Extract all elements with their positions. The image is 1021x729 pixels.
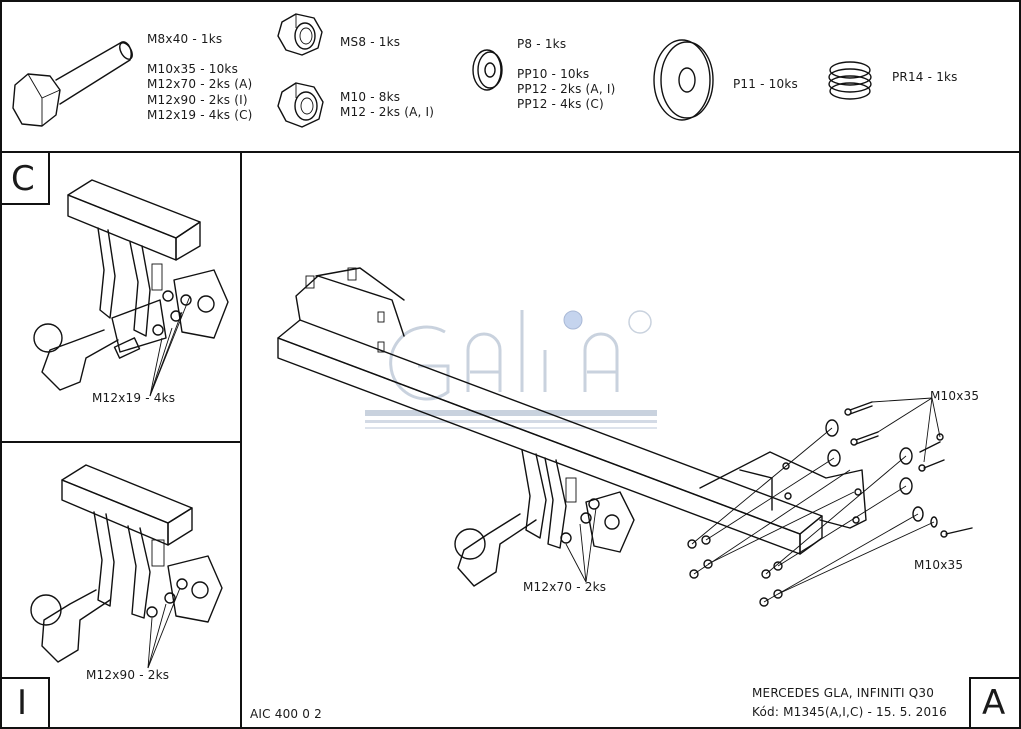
galia-watermark-logo <box>365 310 657 429</box>
hex-nut-ms8-icon <box>277 13 323 56</box>
panel-c-towbar <box>33 179 229 397</box>
washer-p11-label: P11 - 10ks <box>733 77 798 91</box>
hex-nut-m10-icon <box>277 82 324 128</box>
panel-a-letter-box <box>969 677 1021 729</box>
nut-m12-label: M12 - 2ks (A, I) <box>340 105 435 119</box>
panel-c-bolt-label: M12x19 - 4ks <box>92 391 176 405</box>
panel-i-letter-box <box>0 677 50 729</box>
washer-p8-icon <box>472 49 503 91</box>
washer-pp12-c-label: PP12 - 4ks (C) <box>517 97 604 111</box>
vehicle-name: MERCEDES GLA, INFINITI Q30 <box>752 686 935 700</box>
washer-pp12-ai-label: PP12 - 2ks (A, I) <box>517 82 616 96</box>
nut-m10-label: M10 - 8ks <box>340 90 401 104</box>
panel-i-towbar <box>30 464 223 669</box>
panel-c-letter-box <box>0 151 50 205</box>
kod-date: Kód: M1345(A,I,C) - 15. 5. 2016 <box>752 705 947 719</box>
panel-c-letter: C <box>11 159 35 199</box>
panel-a-bolt-label-bottom: M10x35 <box>914 558 964 572</box>
panel-a-ball-bolt-label: M12x70 - 2ks <box>523 580 607 594</box>
bolt-m12x19-label: M12x19 - 4ks (C) <box>147 108 253 122</box>
panel-a-letter: A <box>982 683 1006 723</box>
washer-p8-label: P8 - 1ks <box>517 37 567 51</box>
panel-a-fasteners <box>687 397 973 607</box>
hex-bolt-icon <box>12 41 133 127</box>
panel-i-letter: I <box>17 683 28 723</box>
bolt-m8x40-label: M8x40 - 1ks <box>147 32 223 46</box>
panel-i-bolt-label: M12x90 - 2ks <box>86 668 170 682</box>
spring-washer-icon <box>828 61 872 100</box>
spring-pr14-label: PR14 - 1ks <box>892 70 958 84</box>
nut-ms8-label: MS8 - 1ks <box>340 35 401 49</box>
bolt-m12x70-label: M12x70 - 2ks (A) <box>147 77 253 91</box>
bolt-m10x35-label: M10x35 - 10ks <box>147 62 239 76</box>
washer-p11-icon <box>653 39 714 121</box>
drawing-code: AIC 400 0 2 <box>250 707 322 721</box>
panel-a-frame <box>240 151 1021 729</box>
bolt-m12x90-label: M12x90 - 2ks (I) <box>147 93 248 107</box>
panel-a-bolt-label-top: M10x35 <box>930 389 980 403</box>
washer-pp10-label: PP10 - 10ks <box>517 67 590 81</box>
